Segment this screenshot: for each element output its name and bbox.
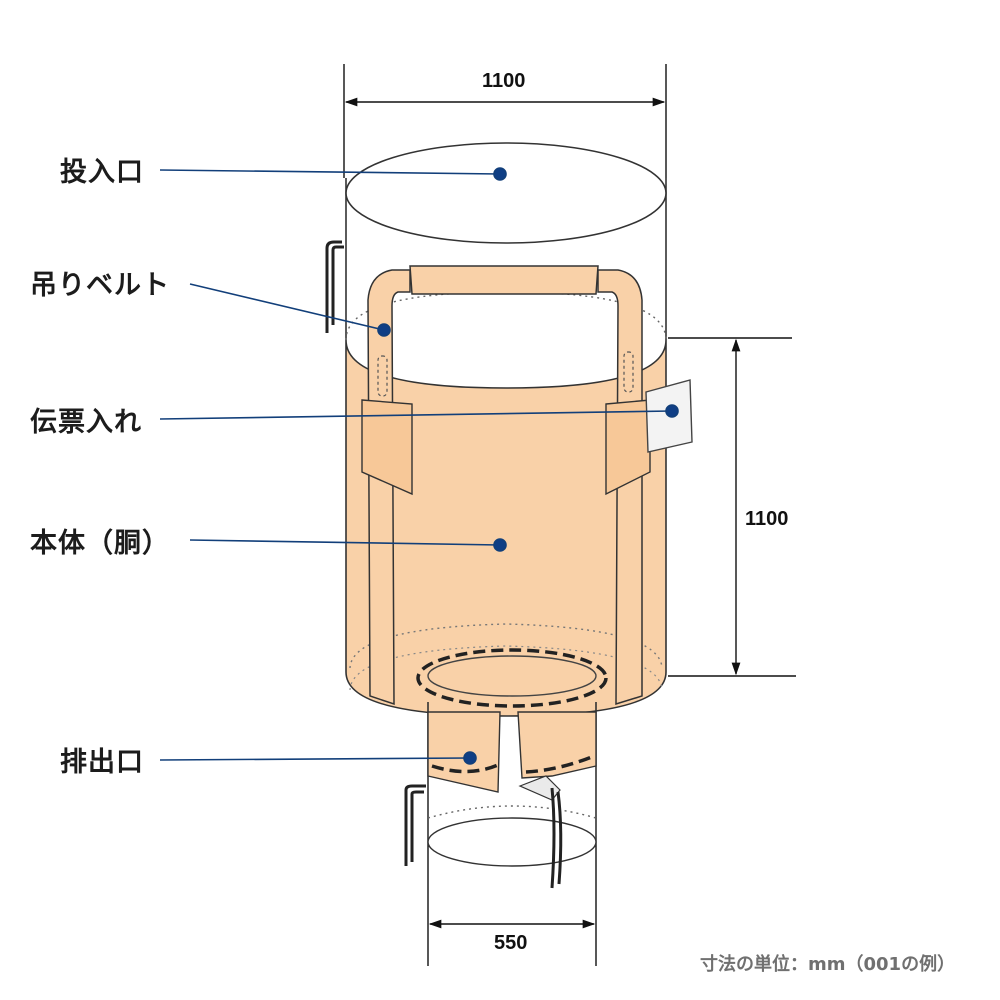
label-document-pocket: 伝票入れ <box>30 407 142 438</box>
bag-body-shape <box>345 291 667 717</box>
label-body: 本体（胴） <box>30 528 170 559</box>
discharge-spout-cord <box>404 784 426 866</box>
fill-spout-cord <box>325 240 344 333</box>
label-inlet: 投入口 <box>60 157 144 188</box>
dimension-lines <box>343 64 796 966</box>
outlet-spout <box>427 702 597 867</box>
discharge-spout-cord-right <box>550 787 563 889</box>
dimension-top-width: 1100 <box>482 70 526 92</box>
drawstrings <box>416 648 608 774</box>
dimension-outlet-width: 550 <box>494 932 528 954</box>
unit-note: 寸法の単位：mm（001の例） <box>700 954 956 975</box>
leader-lines <box>159 167 679 765</box>
dimension-body-height: 1100 <box>745 508 789 530</box>
inlet-spout <box>345 142 667 340</box>
belt-patches <box>361 399 651 496</box>
label-outlet: 排出口 <box>60 747 144 778</box>
label-lifting-belt: 吊りベルト <box>30 270 170 301</box>
